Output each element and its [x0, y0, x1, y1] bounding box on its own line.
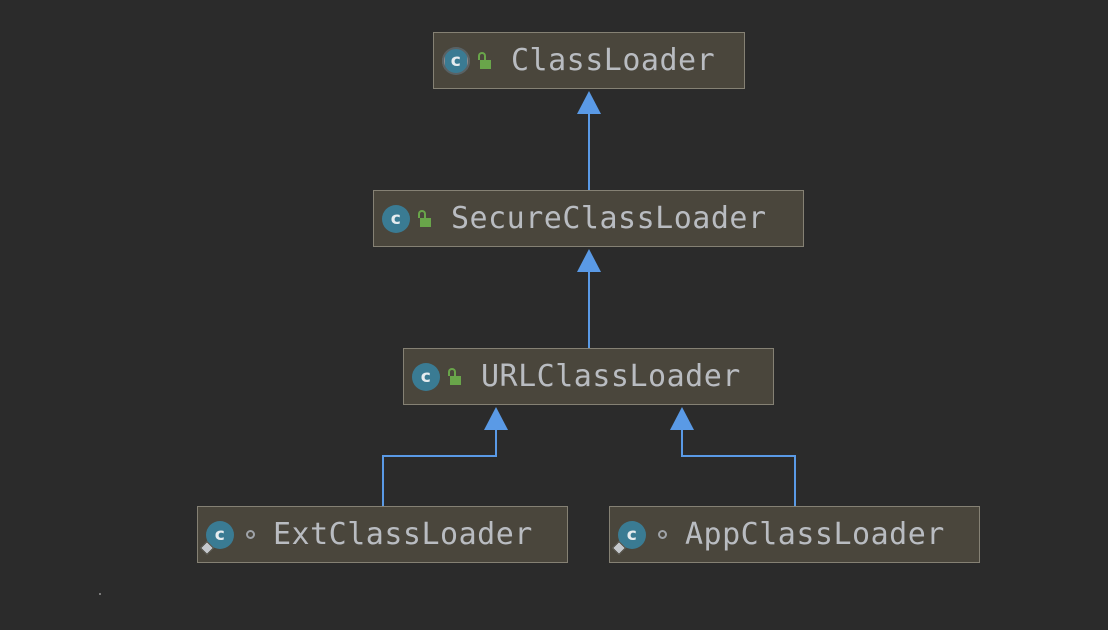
node-extclassloader[interactable]: c ExtClassLoader [197, 506, 568, 563]
package-private-icon [246, 530, 255, 539]
stray-dot [99, 593, 101, 595]
inheritance-arrowhead [577, 91, 601, 114]
static-class-icon: c [199, 520, 234, 555]
static-class-icon: c [611, 520, 646, 555]
node-label: URLClassLoader [481, 359, 741, 394]
abstract-class-icon: c [442, 46, 470, 75]
node-label: ExtClassLoader [273, 517, 533, 552]
node-label: ClassLoader [511, 43, 716, 78]
node-label: SecureClassLoader [451, 201, 767, 236]
package-private-icon [658, 530, 667, 539]
edge-secureclassloader-to-classloader [577, 91, 601, 190]
class-icon-letter: c [626, 524, 638, 545]
node-appclassloader[interactable]: c AppClassLoader [609, 506, 980, 563]
class-icon: c [382, 204, 410, 233]
edge-appclassloader-to-urlclassloader [670, 407, 796, 506]
inheritance-arrowhead [670, 407, 694, 430]
public-lock-icon [477, 51, 491, 70]
edge-extclassloader-to-urlclassloader [382, 407, 508, 506]
node-label: AppClassLoader [685, 517, 945, 552]
node-urlclassloader[interactable]: c URLClassLoader [403, 348, 774, 405]
public-lock-icon [417, 209, 431, 228]
node-secureclassloader[interactable]: c SecureClassLoader [373, 190, 804, 247]
static-marker-icon [199, 540, 215, 555]
static-marker-icon [611, 540, 627, 555]
class-icon: c [412, 362, 440, 391]
inheritance-arrowhead [577, 249, 601, 272]
public-lock-icon [447, 367, 461, 386]
edge-urlclassloader-to-secureclassloader [577, 249, 601, 348]
node-classloader[interactable]: c ClassLoader [433, 32, 745, 89]
inheritance-arrowhead [484, 407, 508, 430]
class-icon-letter: c [214, 524, 226, 545]
